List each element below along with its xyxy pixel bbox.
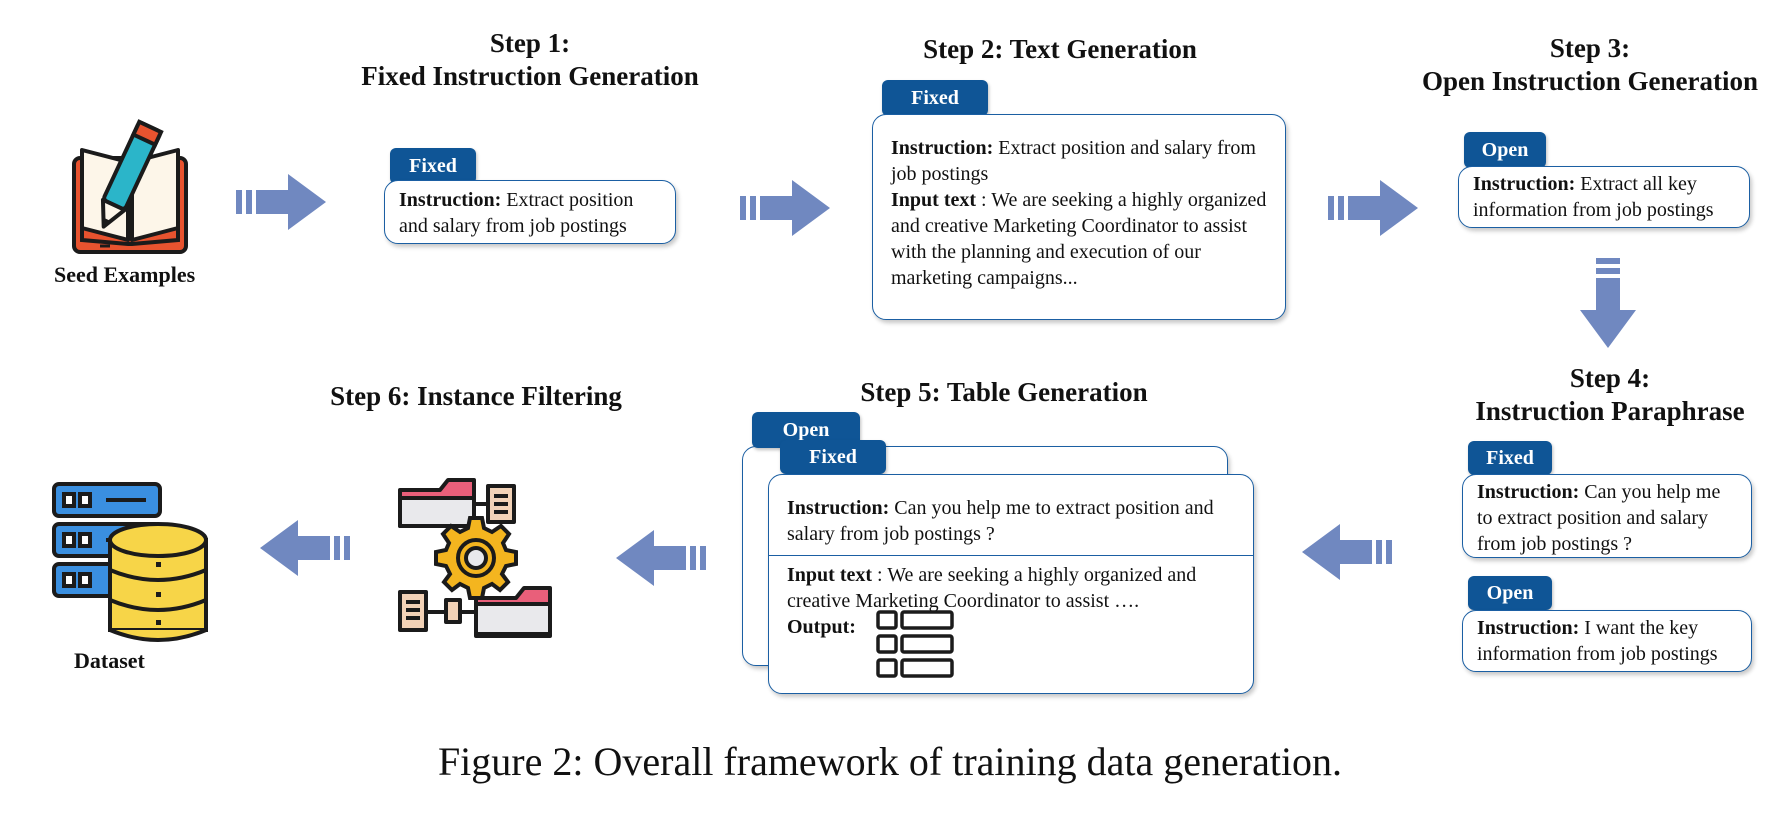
step5-fixed-tag: Fixed [780, 440, 886, 474]
arrow-right-icon [1328, 180, 1418, 236]
step1-fixed-tag: Fixed [390, 148, 476, 184]
step1-instruction-text: Extract position and salary from job pos… [399, 189, 634, 237]
step3-title-line1: Step 3: [1549, 33, 1631, 63]
step2-input-line: Input text : We are seeking a highly org… [891, 187, 1267, 291]
arrow-left-icon [260, 520, 350, 576]
step4-fixed-label: Instruction: [1477, 481, 1580, 503]
arrow-right-icon [740, 180, 830, 236]
step5-divider [769, 555, 1253, 556]
step2-instruction-label: Instruction: [891, 137, 994, 159]
step3-instruction-box: Instruction: Extract all key information… [1458, 166, 1750, 228]
step5-input-label: Input text [787, 564, 873, 586]
table-output-icon [876, 610, 954, 678]
step1-instruction-label: Instruction: [399, 189, 502, 211]
step1-title-line2: Fixed Instruction Generation [361, 61, 699, 91]
arrow-left-icon [1302, 524, 1392, 580]
step4-open-tag: Open [1468, 576, 1552, 610]
step5-input-line: Input text : We are seeking a highly org… [769, 556, 1253, 614]
step5-table-box: Instruction: Can you help me to extract … [768, 474, 1254, 694]
arrow-right-icon [236, 174, 326, 230]
step5-output-label: Output: [787, 616, 856, 638]
seed-book-pen-icon [72, 119, 188, 254]
step3-title-line2: Open Instruction Generation [1421, 66, 1758, 96]
step1-title-line1: Step 1: [489, 28, 571, 58]
dataset-label: Dataset [74, 648, 145, 673]
step4-open-box: Instruction: I want the key information … [1462, 610, 1752, 672]
step5-title: Step 5: Table Generation [860, 377, 1148, 407]
arrow-left-icon [616, 530, 706, 586]
seed-examples-label: Seed Examples [54, 262, 196, 287]
step1-instruction-box: Instruction: Extract position and salary… [384, 180, 676, 244]
arrow-down-icon [1580, 258, 1636, 348]
step1-title: Step 1: Fixed Instruction Generation [330, 27, 730, 93]
step2-fixed-tag: Fixed [882, 80, 988, 116]
step5-instruction-label: Instruction: [787, 497, 890, 519]
filtering-gear-folders-icon [398, 478, 552, 638]
step5-output-line: Output: [769, 614, 1253, 640]
step5-instruction-text: Can you help me to extract position and … [787, 497, 1214, 545]
step4-fixed-tag: Fixed [1468, 441, 1552, 475]
dataset-server-database-icon [52, 482, 208, 642]
step4-fixed-text: Can you help me to extract position and … [1477, 481, 1721, 555]
step4-open-text: I want the key information from job post… [1477, 617, 1718, 665]
step2-instruction-text: Extract position and salary from job pos… [891, 137, 1256, 185]
figure-caption: Figure 2: Overall framework of training … [437, 739, 1343, 784]
step2-title: Step 2: Text Generation [923, 34, 1197, 64]
step5-input-text: : We are seeking a highly organized and … [787, 564, 1197, 612]
step2-input-label: Input text [891, 189, 977, 211]
step6-title: Step 6: Instance Filtering [330, 381, 622, 411]
step4-open-label: Instruction: [1477, 617, 1580, 639]
step4-title-line2: Instruction Paraphrase [1475, 396, 1745, 426]
step3-open-tag: Open [1464, 132, 1546, 168]
step3-title: Step 3: Open Instruction Generation [1400, 32, 1780, 98]
step4-fixed-box: Instruction: Can you help me to extract … [1462, 474, 1752, 558]
step4-title-line1: Step 4: [1569, 363, 1651, 393]
step3-instruction-label: Instruction: [1473, 173, 1576, 195]
step3-instruction-text: Extract all key information from job pos… [1473, 173, 1714, 221]
step2-input-text: : We are seeking a highly organized and … [891, 189, 1267, 289]
step5-instruction-line: Instruction: Can you help me to extract … [769, 475, 1253, 555]
step4-title: Step 4: Instruction Paraphrase [1440, 362, 1780, 428]
step2-instruction-line: Instruction: Extract position and salary… [891, 135, 1267, 187]
step2-text-box: Instruction: Extract position and salary… [872, 114, 1286, 320]
